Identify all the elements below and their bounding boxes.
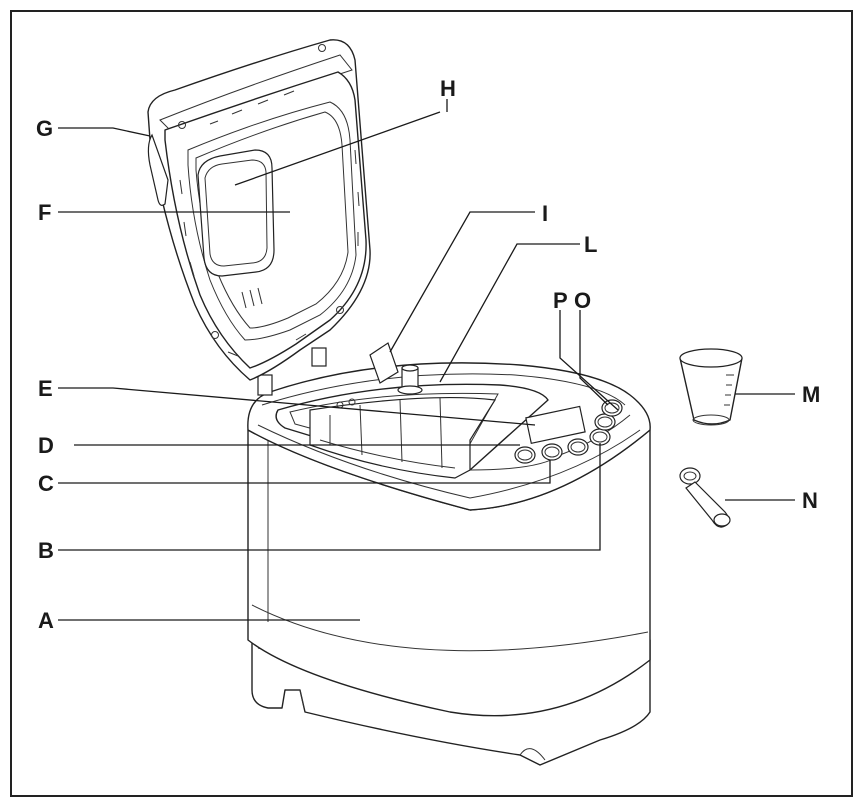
label-f: F (38, 200, 51, 225)
machine-body (247, 342, 651, 766)
label-g: G (36, 116, 53, 141)
label-m: M (802, 382, 820, 407)
label-n: N (802, 488, 818, 513)
label-i: I (542, 201, 548, 226)
label-h: H (440, 76, 456, 101)
label-l: L (584, 232, 597, 257)
label-d: D (38, 433, 54, 458)
leader-lines (58, 99, 795, 621)
lid (147, 39, 371, 381)
label-a: A (38, 608, 54, 633)
label-c: C (38, 471, 54, 496)
lid-rim-dashes (179, 90, 360, 357)
measuring-cup (679, 348, 743, 426)
label-e: E (38, 376, 53, 401)
labels: G H F I L P O E M D C N B A (36, 76, 820, 633)
label-o: O (574, 288, 591, 313)
measuring-spoon (679, 467, 731, 528)
label-p: P (553, 288, 568, 313)
label-b: B (38, 538, 54, 563)
